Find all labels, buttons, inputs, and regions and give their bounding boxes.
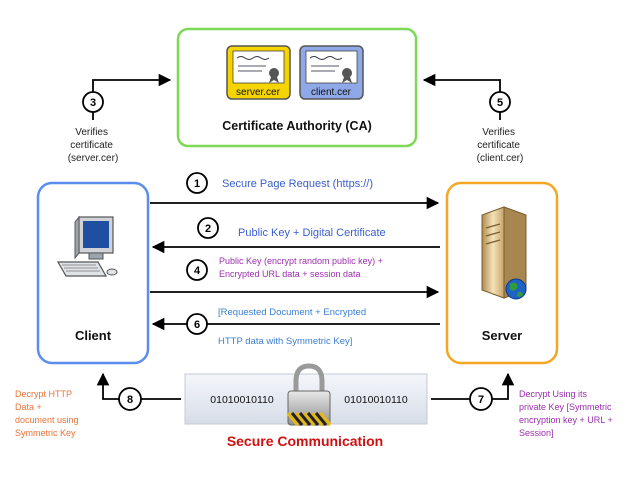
step-5-text: Verifies certificate (client.cer) — [477, 127, 524, 164]
computer-icon — [56, 215, 118, 277]
svg-text:6: 6 — [194, 319, 200, 331]
server-label: Server — [482, 328, 522, 343]
globe-icon — [505, 278, 527, 300]
server-cert-label: server.cer — [236, 87, 281, 98]
client-box: Client — [36, 181, 150, 365]
step-8-connector — [96, 372, 181, 400]
binary-left: 01010010110 — [210, 394, 274, 406]
client-cert-label: client.cer — [311, 87, 352, 98]
svg-text:1: 1 — [194, 178, 200, 190]
client-certificate-icon — [299, 45, 364, 100]
step-3-badge: 3 — [82, 91, 104, 113]
ca-title: Certificate Authority (CA) — [222, 119, 372, 133]
step-4-text: Public Key (encrypt random public key) +… — [219, 256, 385, 279]
binary-right: 01010010110 — [344, 394, 408, 406]
step-1-text: Secure Page Request (https://) — [222, 178, 373, 190]
svg-text:3: 3 — [90, 97, 96, 109]
step-1-badge: 1 — [186, 172, 208, 194]
secure-communication-label: Secure Communication — [227, 433, 383, 449]
step-3-connector — [92, 73, 172, 120]
svg-text:5: 5 — [497, 97, 503, 109]
svg-text:8: 8 — [127, 394, 133, 406]
step-7-connector — [431, 372, 515, 400]
svg-text:2: 2 — [205, 223, 211, 235]
step-8-text: Decrypt HTTP Data + document using Symme… — [15, 389, 81, 438]
step-7-badge: 7 — [469, 387, 493, 411]
step-6-text: [Requested Document + Encrypted HTTP dat… — [218, 307, 369, 347]
step-5-badge: 5 — [489, 91, 511, 113]
step-7-text: Decrypt Using its private Key [Symmetric… — [519, 389, 615, 438]
step-2-badge: 2 — [197, 217, 219, 239]
step-2-text: Public Key + Digital Certificate — [238, 227, 386, 239]
server-box: Server — [445, 181, 559, 365]
svg-text:4: 4 — [194, 265, 201, 277]
svg-text:7: 7 — [478, 394, 484, 406]
step-6-badge: 6 — [186, 313, 208, 335]
ca-box: server.cer client.cer Certificate Author… — [176, 27, 418, 148]
padlock-icon — [286, 363, 332, 427]
step-5-connector — [422, 73, 501, 120]
server-tower-icon — [481, 206, 527, 299]
server-certificate-icon — [226, 45, 291, 100]
step-3-text: Verifies certificate (server.cer) — [68, 127, 119, 164]
step-4-badge: 4 — [186, 259, 208, 281]
client-label: Client — [75, 328, 112, 343]
step-8-badge: 8 — [118, 387, 142, 411]
